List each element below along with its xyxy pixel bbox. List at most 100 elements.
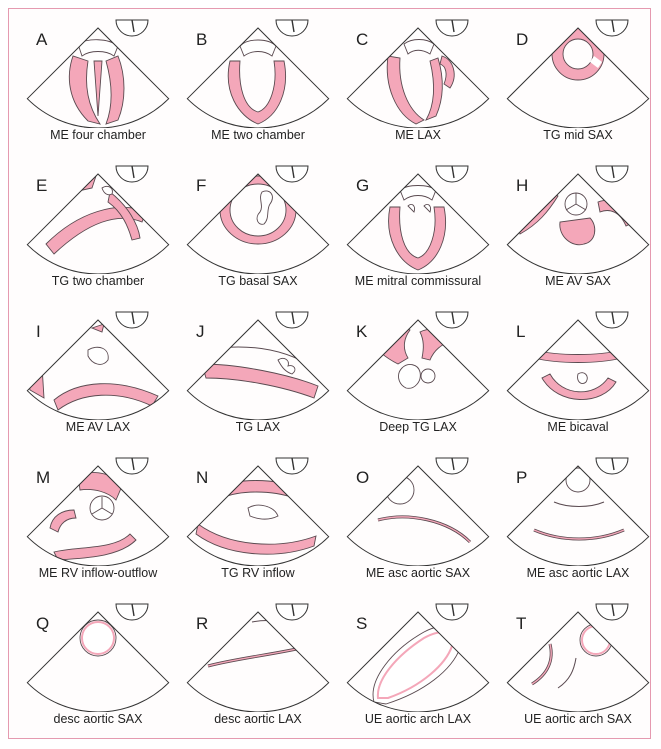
- echo-sector-illustration: [26, 603, 170, 712]
- panel-caption: Deep TG LAX: [379, 420, 457, 434]
- panel-caption: TG mid SAX: [543, 128, 613, 142]
- panel-letter: A: [36, 30, 48, 49]
- panel-caption: TG basal SAX: [218, 274, 298, 288]
- panel-letter: Q: [36, 614, 50, 633]
- view-panel-a: A ME four chamber: [18, 16, 178, 162]
- panel-letter: S: [356, 614, 368, 633]
- panel-letter: D: [516, 30, 529, 49]
- orientation-icon: [435, 603, 469, 621]
- echo-sector-illustration: [186, 457, 330, 566]
- panel-letter: M: [36, 468, 51, 487]
- panel-letter: B: [196, 30, 208, 49]
- orientation-icon: [435, 19, 469, 37]
- panel-letter: R: [196, 614, 209, 633]
- orientation-icon: [115, 19, 149, 37]
- echo-sector-illustration: [346, 603, 490, 712]
- panel-letter: I: [36, 322, 41, 341]
- orientation-icon: [275, 457, 309, 475]
- view-panel-e: E TG two chamber: [18, 162, 178, 308]
- orientation-icon: [595, 457, 629, 475]
- orientation-icon: [595, 165, 629, 183]
- panel-caption: ME two chamber: [211, 128, 305, 142]
- panel-letter: C: [356, 30, 369, 49]
- panel-caption: ME RV inflow-outflow: [38, 566, 158, 580]
- echo-sector-illustration: [186, 165, 330, 274]
- panel-caption: UE aortic arch LAX: [364, 712, 472, 726]
- panel-caption: ME LAX: [395, 128, 441, 142]
- panel-caption: TG RV inflow: [221, 566, 295, 580]
- panel-letter: P: [516, 468, 528, 487]
- panel-caption: ME asc aortic LAX: [526, 566, 630, 580]
- echo-sector-illustration: [346, 19, 490, 128]
- panel-letter: F: [196, 176, 207, 195]
- echo-sector-illustration: [26, 311, 170, 420]
- orientation-icon: [595, 311, 629, 329]
- orientation-icon: [595, 19, 629, 37]
- orientation-icon: [275, 311, 309, 329]
- panel-letter: H: [516, 176, 529, 195]
- panel-letter: G: [356, 176, 370, 195]
- view-panel-p: P ME asc aortic LAX: [498, 454, 658, 600]
- echo-sector-illustration: [506, 19, 650, 128]
- panel-letter: N: [196, 468, 209, 487]
- panel-letter: O: [356, 468, 370, 487]
- panel-letter: K: [356, 322, 368, 341]
- orientation-icon: [115, 603, 149, 621]
- view-panel-h: H ME AV SAX: [498, 162, 658, 308]
- echo-sector-illustration: [346, 457, 490, 566]
- panel-caption: UE aortic arch SAX: [524, 712, 632, 726]
- view-panel-o: O ME asc aortic SAX: [338, 454, 498, 600]
- panel-caption: ME bicaval: [547, 420, 609, 434]
- panel-caption: ME mitral commissural: [354, 274, 482, 288]
- orientation-icon: [275, 165, 309, 183]
- orientation-icon: [595, 603, 629, 621]
- orientation-icon: [275, 603, 309, 621]
- orientation-icon: [275, 19, 309, 37]
- echo-sector-illustration: [506, 603, 650, 712]
- orientation-icon: [115, 311, 149, 329]
- orientation-icon: [115, 165, 149, 183]
- orientation-icon: [435, 311, 469, 329]
- view-panel-k: K Deep TG LAX: [338, 308, 498, 454]
- echo-sector-illustration: [186, 603, 330, 712]
- echo-sector-illustration: [186, 311, 330, 420]
- panel-caption: ME AV SAX: [545, 274, 611, 288]
- echo-sector-illustration: [346, 165, 490, 274]
- view-panel-c: C ME LAX: [338, 16, 498, 162]
- echo-sector-illustration: [506, 457, 650, 566]
- echo-sector-illustration: [26, 19, 170, 128]
- view-panel-j: J TG LAX: [178, 308, 338, 454]
- view-panel-l: L ME bicaval: [498, 308, 658, 454]
- panel-caption: ME asc aortic SAX: [365, 566, 471, 580]
- view-panel-s: S UE aortic arch LAX: [338, 600, 498, 746]
- view-panel-m: M ME RV inflow-outflow: [18, 454, 178, 600]
- view-panel-g: G ME mitral commissural: [338, 162, 498, 308]
- panel-letter: T: [516, 614, 527, 633]
- orientation-icon: [435, 457, 469, 475]
- panel-letter: J: [196, 322, 205, 341]
- echo-sector-illustration: [346, 311, 490, 420]
- panel-caption: ME AV LAX: [65, 420, 131, 434]
- panel-letter: E: [36, 176, 48, 195]
- orientation-icon: [435, 165, 469, 183]
- view-panel-n: N TG RV inflow: [178, 454, 338, 600]
- view-panel-d: D TG mid SAX: [498, 16, 658, 162]
- echo-sector-illustration: [26, 165, 170, 274]
- panel-caption: ME four chamber: [50, 128, 146, 142]
- view-panel-i: I ME AV LAX: [18, 308, 178, 454]
- figure-frame: [8, 8, 651, 739]
- view-panel-f: F TG basal SAX: [178, 162, 338, 308]
- view-panel-t: T UE aortic arch SAX: [498, 600, 658, 746]
- orientation-icon: [115, 457, 149, 475]
- panel-caption: desc aortic LAX: [214, 712, 302, 726]
- echo-sector-illustration: [186, 19, 330, 128]
- panel-caption: TG two chamber: [51, 274, 145, 288]
- panel-caption: desc aortic SAX: [53, 712, 143, 726]
- panel-caption: TG LAX: [235, 420, 281, 434]
- echo-sector-illustration: [26, 457, 170, 566]
- view-panel-b: B ME two chamber: [178, 16, 338, 162]
- echo-sector-illustration: [506, 165, 650, 274]
- panel-letter: L: [516, 322, 526, 341]
